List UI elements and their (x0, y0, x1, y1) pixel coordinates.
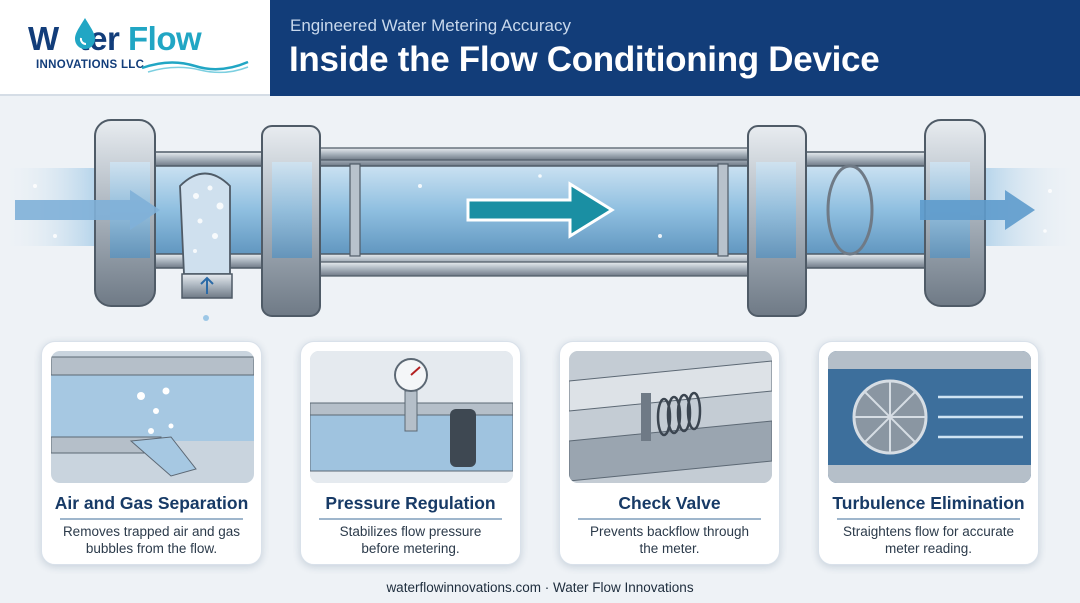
flow-device-illustration (0, 119, 1080, 321)
card-divider (319, 518, 502, 520)
card-illustration (310, 351, 513, 483)
brand-part1: W (28, 20, 59, 57)
lower-tie-rod (299, 261, 781, 277)
card-illustration (569, 351, 772, 483)
wave-icon (141, 60, 249, 74)
card-check-valve: Check Valve Prevents backflow through th… (559, 341, 780, 565)
card-air-gas-separation: Air and Gas Separation Removes trapped a… (41, 341, 262, 565)
valve-disc-2 (717, 163, 729, 257)
card-turbulence-elimination: Turbulence Elimination Straightens flow … (818, 341, 1039, 565)
card-description: Prevents backflow through the meter. (589, 524, 750, 556)
card-title: Pressure Regulation (325, 493, 496, 513)
card-pressure-regulation: Pressure Regulation Stabilizes flow pres… (300, 341, 521, 565)
card-description: Straightens flow for accurate meter read… (842, 524, 1015, 556)
footer-text: waterflowinnovations.com · Water Flow In… (386, 580, 694, 595)
brand-part3: Flow (128, 20, 202, 57)
card-description: Removes trapped air and gas bubbles from… (62, 524, 241, 556)
main-flow-arrow (466, 181, 615, 239)
card-description: Stabilizes flow pressure before metering… (339, 524, 482, 556)
card-illustration (51, 351, 254, 483)
air-bubbles (33, 174, 1052, 253)
card-title: Air and Gas Separation (54, 493, 249, 513)
brand-subtitle: INNOVATIONS LLC (36, 59, 145, 71)
card-divider (578, 518, 761, 520)
card-illustration (828, 351, 1031, 483)
straightener-ring (826, 164, 874, 256)
air-separator-chamber (179, 172, 231, 275)
card-title: Check Valve (618, 493, 721, 513)
spring-icon (656, 391, 702, 437)
water-drop-icon (75, 18, 95, 49)
inflow-arrow (15, 190, 160, 230)
card-divider (837, 518, 1020, 520)
title-banner: Engineered Water Metering Accuracy Insid… (270, 0, 1080, 96)
card-divider (60, 518, 243, 520)
drain-arrow (200, 276, 214, 294)
card-title: Turbulence Elimination (832, 493, 1025, 513)
outflow-arrow (920, 190, 1035, 230)
page-subtitle: Engineered Water Metering Accuracy (290, 16, 571, 35)
valve-disc-1 (349, 163, 361, 257)
page-title: Inside the Flow Conditioning Device (289, 40, 880, 79)
upper-tie-rod (299, 147, 781, 161)
